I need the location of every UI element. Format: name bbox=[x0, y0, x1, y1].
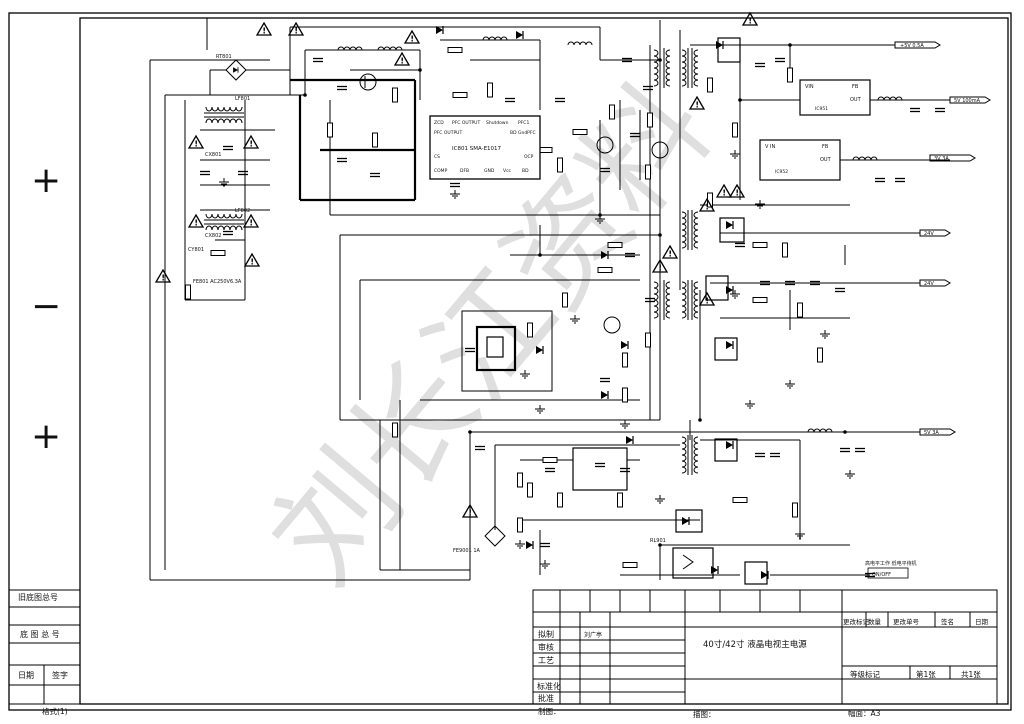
output-arrows bbox=[894, 41, 991, 436]
role-process: 工艺 bbox=[538, 656, 554, 665]
right-boxes bbox=[705, 37, 768, 585]
format-label: 格式(1) bbox=[42, 706, 68, 716]
pfc-wires bbox=[289, 26, 601, 216]
cx802-label: CX802 bbox=[205, 233, 221, 239]
left-table bbox=[9, 589, 80, 705]
note-signal: ON/OFF bbox=[872, 572, 891, 578]
pfc-ic-name: IC801 SMA-E1017 bbox=[452, 146, 502, 152]
hdr-qty: 数量 bbox=[868, 617, 882, 626]
standby-ic bbox=[572, 447, 628, 491]
title-block bbox=[532, 589, 998, 705]
outer-frame bbox=[8, 12, 1012, 711]
pin-dfb: DFB bbox=[460, 168, 469, 174]
pin-cs: CS bbox=[434, 154, 440, 160]
reg2-out: OUT bbox=[820, 157, 832, 163]
fuse-label: FE801 AC250V6.3A bbox=[193, 279, 242, 285]
pin-pfc1: PFC1 bbox=[518, 120, 529, 126]
left-row-2: 底 图 总 号 bbox=[20, 629, 60, 639]
cx801-label: CX801 bbox=[205, 152, 221, 158]
note-line: 高电平工作 低电平待机 bbox=[865, 560, 917, 567]
left-row-date: 日期 bbox=[18, 671, 34, 680]
left-row-1: 旧底图总号 bbox=[18, 592, 58, 602]
role-standard: 标准化 bbox=[537, 681, 561, 691]
bridge-rectifier bbox=[225, 59, 247, 81]
pfc-heavy-path bbox=[290, 78, 417, 202]
pin-pfc-output: PFC OUTPUT bbox=[452, 120, 480, 126]
reg1-out: OUT bbox=[850, 97, 862, 103]
drawn-label: 制图： bbox=[538, 706, 561, 716]
standby-fuse-label: FE9001 1A bbox=[453, 548, 481, 554]
pin-comp: COMP bbox=[434, 168, 448, 174]
regulator-2: V IN FB OUT IC952 bbox=[759, 139, 841, 181]
drawing-title: 40寸/42寸 液晶电视主电源 bbox=[703, 639, 807, 650]
mosfet-2 bbox=[596, 136, 669, 334]
pin-zcd: ZCD bbox=[434, 120, 444, 126]
relay-label: RL901 bbox=[650, 538, 666, 544]
reg2-name: IC952 bbox=[775, 169, 788, 175]
left-row-sign: 签字 bbox=[52, 670, 68, 680]
hdr-change-mark: 更改标记 bbox=[843, 617, 870, 626]
pin-vcc: Vcc bbox=[503, 168, 512, 174]
pin-pfc-output-2: PFC OUTPUT bbox=[434, 130, 462, 136]
pin-shutdown: Shutdown bbox=[486, 120, 509, 126]
hdr-sign: 签名 bbox=[941, 617, 954, 626]
input-filter-stack bbox=[149, 59, 470, 581]
lf802-label: LF802 bbox=[235, 208, 250, 214]
plus-mark-top: + bbox=[31, 160, 61, 201]
relay: RL901 bbox=[650, 538, 714, 579]
bridge-2 bbox=[484, 525, 506, 547]
pfc-controller-ic: IC801 SMA-E1017 ZCD PFC OUTPUT Shutdown … bbox=[429, 115, 541, 180]
cy801-label: CY801 bbox=[188, 247, 204, 253]
pfc-mosfet bbox=[359, 73, 377, 91]
traced-label: 描图： bbox=[693, 709, 716, 719]
reg1-fb: FB bbox=[852, 84, 859, 90]
output-2: 5V 100mA bbox=[954, 98, 981, 104]
pin-bd: BD bbox=[522, 168, 529, 174]
optocoupler-block bbox=[461, 310, 553, 392]
reg1-name: IC951 bbox=[815, 106, 828, 112]
regulator-1: VIN FB OUT IC951 bbox=[799, 79, 871, 116]
reg2-vin: V IN bbox=[765, 144, 775, 150]
size-label: 幅面：A3 bbox=[848, 708, 881, 718]
output-5: 24V bbox=[924, 281, 934, 287]
sheet-number: 第1张 bbox=[916, 669, 936, 679]
optocoupler-2 bbox=[675, 509, 703, 533]
pin-bd-gnd: BD GndPFC bbox=[510, 130, 536, 136]
grade-mark: 等级标记 bbox=[850, 669, 880, 679]
minus-mark: − bbox=[31, 286, 61, 327]
reg1-vin: VIN bbox=[805, 84, 814, 90]
role-draft: 拟制 bbox=[538, 629, 554, 639]
output-4: 24V bbox=[924, 231, 934, 237]
role-approve: 批准 bbox=[538, 693, 554, 703]
hdr-change-no: 更改单号 bbox=[893, 617, 920, 626]
pin-gnd: GND bbox=[484, 168, 495, 174]
role-review: 审核 bbox=[538, 642, 554, 652]
output-1: +5V 0.5A bbox=[900, 43, 924, 49]
output-6: 5V 3A bbox=[924, 430, 939, 436]
lf801-label: LF801 bbox=[235, 96, 250, 102]
designer-name: 刘广亭 bbox=[584, 631, 602, 639]
pin-ocp: OCP bbox=[524, 154, 534, 160]
rt801-label: RT801 bbox=[216, 54, 232, 60]
reg2-fb: FB bbox=[822, 144, 829, 150]
plus-mark-bottom: + bbox=[31, 416, 61, 457]
sheet-total: 共1张 bbox=[961, 670, 981, 679]
hdr-date: 日期 bbox=[975, 618, 989, 626]
output-3: 3V 3A bbox=[934, 156, 949, 162]
